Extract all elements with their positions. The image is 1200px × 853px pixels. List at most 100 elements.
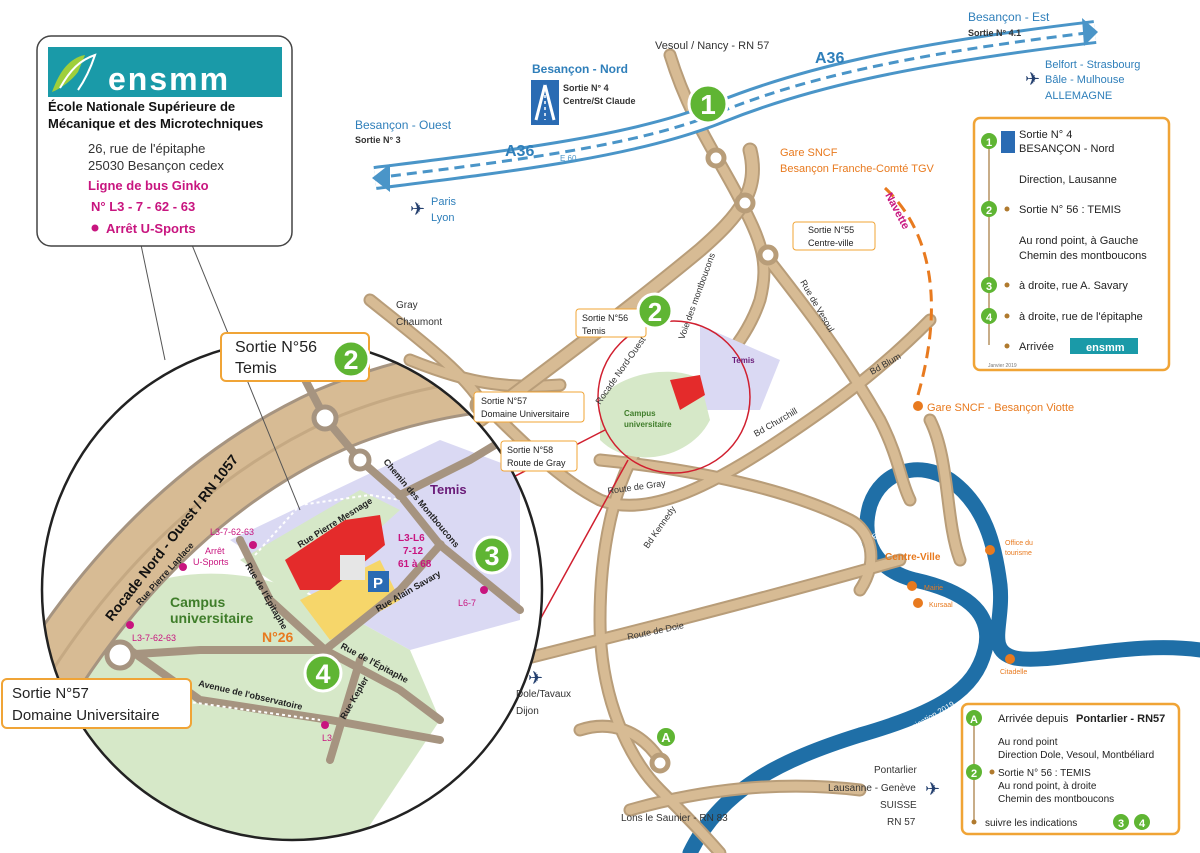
address-1: 26, rue de l'épitaphe	[88, 141, 205, 156]
label-paris: Paris	[431, 196, 457, 208]
inset-stop-top: L3-7-62-63	[210, 527, 254, 537]
school-name-2: Mécanique et des Microtechniques	[48, 116, 263, 131]
label-gare-tgv-2: Besançon Franche-Comté TGV	[780, 163, 935, 175]
label-lons: Lons le Saunier - RN 83	[621, 813, 728, 824]
label-campus-small: Campus	[624, 409, 656, 418]
svg-text:Direction, Lausanne: Direction, Lausanne	[1019, 174, 1117, 186]
svg-text:4: 4	[986, 312, 993, 324]
inset-stop-left: L3-7-62-63	[132, 633, 176, 643]
green-marker-A: A	[655, 726, 677, 748]
svg-text:Arrivée: Arrivée	[1019, 341, 1054, 353]
label-besancon-ouest: Besançon - Ouest	[355, 118, 452, 132]
svg-text:Sortie N° 4: Sortie N° 4	[1019, 129, 1072, 141]
svg-text:suivre les indications: suivre les indications	[985, 818, 1077, 829]
label-besancon-est: Besançon - Est	[968, 10, 1050, 24]
label-s55-2: Centre-ville	[808, 238, 854, 248]
callout-sortie-57: Sortie N°57 Domaine Universitaire	[1, 678, 192, 729]
svg-text:Sortie N°56: Sortie N°56	[235, 339, 317, 356]
svg-text:1: 1	[700, 89, 716, 120]
school-info-card: ensmm École Nationale Supérieure de Méca…	[36, 35, 293, 247]
svg-text:Chemin des montboucons: Chemin des montboucons	[1019, 250, 1147, 262]
label-centre-ville: Centre-Ville	[885, 552, 941, 563]
label-s55-1: Sortie N°55	[808, 225, 854, 235]
label-centre-stclaude: Centre/St Claude	[563, 96, 636, 106]
label-dole-tavaux: Dole/Tavaux	[516, 689, 571, 700]
leader-line	[139, 239, 166, 361]
label-kursaal: Kursaal	[929, 602, 953, 609]
logo-wordmark: ensmm	[108, 61, 230, 97]
green-marker-3: 3	[472, 535, 512, 575]
svg-text:Temis: Temis	[235, 360, 277, 377]
svg-text:A: A	[661, 730, 671, 745]
plane-icon-pontarlier: ✈	[925, 779, 940, 799]
svg-text:à droite, rue de l'épitaphe: à droite, rue de l'épitaphe	[1019, 311, 1143, 323]
inset-stop-arret-2: U-Sports	[193, 557, 229, 567]
parking-icon	[368, 571, 389, 592]
label-gray: Gray	[396, 300, 418, 311]
svg-text:3: 3	[986, 281, 992, 293]
label-gare-viotte: Gare SNCF - Besançon Viotte	[927, 402, 1074, 414]
motorway-sign-icon-small	[1001, 131, 1015, 153]
svg-text:2: 2	[343, 345, 358, 375]
itinerary-nord-panel: 1 Sortie N° 4 BESANÇON - Nord Direction,…	[972, 116, 1171, 372]
label-allemagne: ALLEMAGNE	[1045, 90, 1112, 102]
svg-text:Sortie N° 56 : TEMIS: Sortie N° 56 : TEMIS	[1019, 204, 1121, 216]
inset-temis-label: Temis	[430, 482, 467, 497]
inset-stop-l3: L3	[322, 733, 332, 743]
svg-text:Domaine Universitaire: Domaine Universitaire	[12, 707, 160, 724]
label-sortie-41: Sortie N° 4.1	[968, 28, 1021, 38]
label-sortie-3: Sortie N° 3	[355, 135, 401, 145]
label-gare-tgv-1: Gare SNCF	[780, 147, 838, 159]
label-dijon: Dijon	[516, 706, 539, 717]
plane-icon-west: ✈	[410, 199, 425, 219]
itinerary-pontarlier-panel: A Arrivée depuis Pontarlier - RN57 Au ro…	[960, 702, 1181, 836]
label-chaumont: Chaumont	[396, 317, 442, 328]
shuttle-route	[883, 186, 933, 396]
label-belfort: Belfort - Strasbourg	[1045, 59, 1140, 71]
label-s56-1: Sortie N°56	[582, 313, 628, 323]
inset-parking-label: P	[373, 575, 383, 592]
label-besancon-nord: Besançon - Nord	[532, 62, 628, 76]
svg-text:Arrivée depuis: Arrivée depuis	[998, 713, 1069, 725]
label-s57-1: Sortie N°57	[481, 396, 527, 406]
river-doubs	[682, 462, 1200, 853]
svg-text:Sortie N°57: Sortie N°57	[12, 685, 89, 702]
label-bale: Bâle - Mulhouse	[1045, 74, 1125, 86]
label-s56-2: Temis	[582, 326, 606, 336]
svg-text:Au rond point: Au rond point	[998, 737, 1058, 748]
svg-text:Sortie N° 56 : TEMIS: Sortie N° 56 : TEMIS	[998, 768, 1091, 779]
box-sortie-57	[473, 391, 585, 423]
label-a36-west: A36	[505, 143, 534, 160]
svg-text:Chemin des montboucons: Chemin des montboucons	[998, 794, 1114, 805]
label-s57-2: Domaine Universitaire	[481, 409, 570, 419]
inset-number: N°26	[262, 629, 293, 645]
school-name-1: École Nationale Supérieure de	[48, 99, 235, 114]
svg-text:BESANÇON - Nord: BESANÇON - Nord	[1019, 143, 1114, 155]
inset-lines-2: 7-12	[403, 546, 423, 557]
box-sortie-55	[792, 221, 876, 251]
box-sortie-58	[500, 440, 578, 472]
road-network	[363, 48, 967, 853]
callout-sortie-56: Sortie N°56 Temis 2	[220, 332, 371, 382]
label-a36-east: A36	[815, 50, 844, 67]
motorway-sign-icon	[531, 80, 559, 125]
label-doubs: Le Doubs	[904, 633, 944, 659]
address-2: 25030 Besançon cedex	[88, 158, 224, 173]
label-temis-small: Temis	[732, 356, 755, 365]
label-suisse: SUISSE	[880, 800, 917, 811]
bus-line-title: Ligne de bus Ginko	[88, 178, 209, 193]
label-campus-small-2: universitaire	[624, 420, 672, 429]
label-lyon: Lyon	[431, 212, 454, 224]
label-rn57: RN 57	[887, 817, 916, 828]
svg-text:3: 3	[1118, 818, 1124, 830]
label-office-2: tourisme	[1005, 550, 1032, 557]
label-bd-kennedy: Bd Kennedy	[641, 504, 678, 550]
svg-text:1: 1	[986, 137, 992, 149]
svg-text:A: A	[970, 714, 978, 726]
svg-text:3: 3	[484, 541, 499, 571]
inset-stop-l67: L6-7	[458, 598, 476, 608]
label-sortie-4: Sortie N° 4	[563, 83, 609, 93]
label-mairie: Mairie	[924, 585, 943, 592]
